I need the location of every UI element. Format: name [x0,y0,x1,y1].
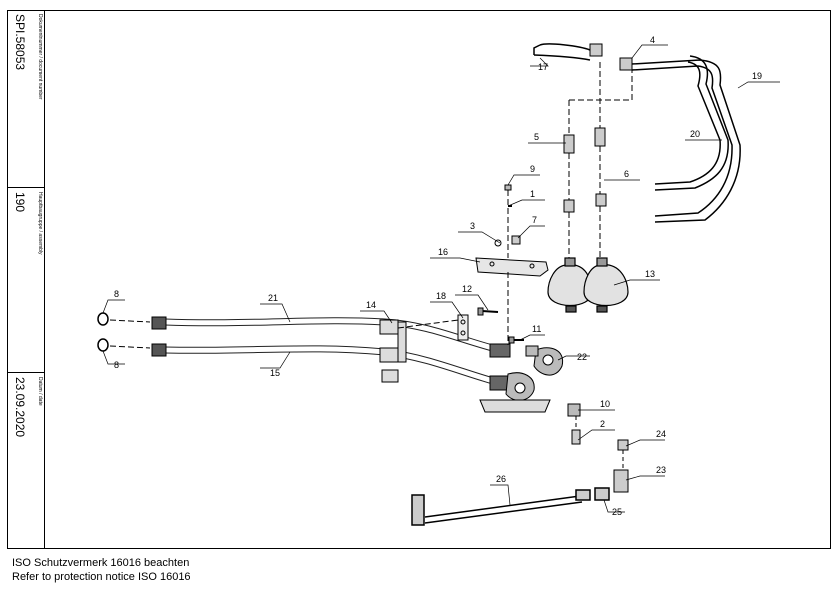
date-label: Datum / date [37,377,43,406]
date-cell: Datum / date 23.09.2020 [7,373,45,549]
drawing-frame [7,10,831,549]
callout-13: 13 [645,269,655,279]
callout-20: 20 [690,129,700,139]
clamp-14 [379,319,407,383]
callout-7: 7 [532,215,537,225]
elbow-23 [613,469,629,493]
parts-drawing: 1234567889101112131415161718192021222324… [97,35,780,526]
callout-4: 4 [650,35,655,45]
callout-8: 8 [114,360,119,370]
date-value: 23.09.2020 [13,377,27,438]
callout-6: 6 [624,169,629,179]
fitting-7 [511,235,521,245]
callout-5: 5 [534,132,539,142]
callout-14: 14 [366,300,376,310]
pipe-19 [631,59,741,223]
callout-19: 19 [752,71,762,81]
washer-3 [494,239,502,247]
assembly-cell: Hauptbaugruppe / assembly 190 [7,188,45,373]
callout-24: 24 [656,429,666,439]
flange-22 [525,345,564,376]
bracket-16 [475,257,549,277]
line-26 [411,487,610,526]
bolt-11 [508,336,524,344]
screw-9 [504,184,512,191]
iso-notice-de: ISO Schutzvermerk 16016 beachten [12,557,190,569]
o-ring-lower [97,338,109,352]
document-number-value: SPI.58053 [13,14,27,71]
callout-1: 1 [530,189,535,199]
callout-26: 26 [496,474,506,484]
callout-8: 8 [114,289,119,299]
title-block: Dokumentnummer / document number SPI.580… [7,10,45,549]
lower-flange [479,372,551,413]
document-number-label: Dokumentnummer / document number [37,14,43,100]
pipe-20 [654,55,729,191]
callout-9: 9 [530,164,535,174]
callout-21: 21 [268,293,278,303]
o-ring-upper [97,312,109,326]
hose-15 [151,343,513,391]
bracket-18 [457,314,469,341]
callout-15: 15 [270,368,280,378]
callout-25: 25 [612,507,622,517]
callout-22: 22 [577,352,587,362]
callout-11: 11 [532,324,541,334]
callout-23: 23 [656,465,666,475]
callout-18: 18 [436,291,446,301]
fitting-2 [571,429,581,445]
accumulator-13 [547,257,629,313]
tee-fitting-4 [589,43,633,71]
callout-12: 12 [462,284,472,294]
callout-2: 2 [600,419,605,429]
iso-notice-en: Refer to protection notice ISO 16016 [12,571,191,583]
bolt-12 [477,307,499,316]
assembly-label: Hauptbaugruppe / assembly [37,192,43,255]
document-number-cell: Dokumentnummer / document number SPI.580… [7,10,45,188]
callout-10: 10 [600,399,610,409]
callout-16: 16 [438,247,448,257]
callout-17: 17 [538,62,548,72]
fitting-24 [617,439,629,451]
callout-3: 3 [470,221,475,231]
assembly-value: 190 [13,192,27,213]
